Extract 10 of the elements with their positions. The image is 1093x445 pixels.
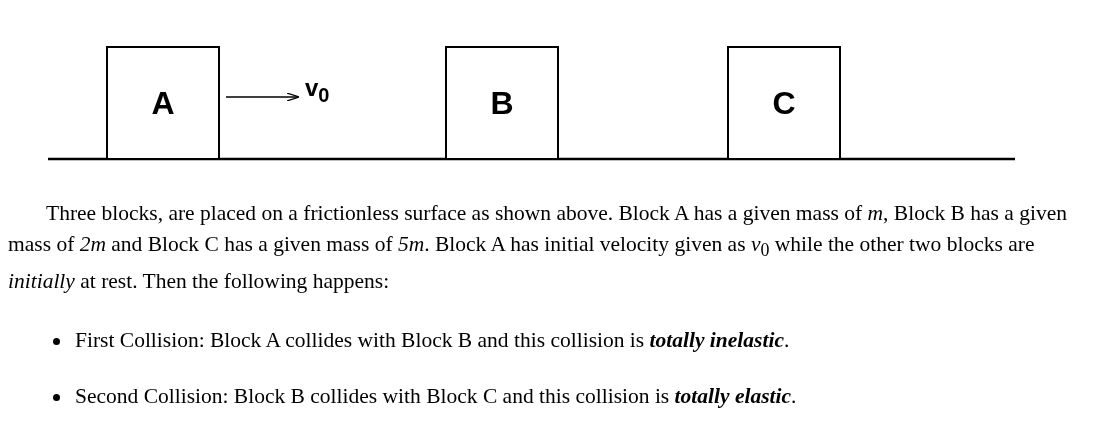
block-letter: B: [490, 84, 514, 122]
block-box: [445, 46, 559, 160]
block-box: [106, 46, 220, 160]
block-letter: A: [151, 84, 175, 122]
velocity-label: v$_{0}$: [305, 73, 331, 108]
bullet-text: First Collision: Block A collides with Block B and this collision is totally inelastic.: [75, 327, 791, 354]
bullet-text: Second Collision: Block B collides with Block C and this collision is totally elastic.: [75, 383, 798, 410]
block-letter: C: [772, 84, 796, 122]
problem-paragraph: Three blocks, are placed on a frictionless surface as shown above. Block A has a given mass of m, Block B has a given mass of 2m and Block C has a given mass of 5m. Block A has initial velocity given as v$_{0}$ while the other two blocks are initially at rest. Then the following happens:: [8, 200, 1068, 296]
block-box: [727, 46, 841, 160]
